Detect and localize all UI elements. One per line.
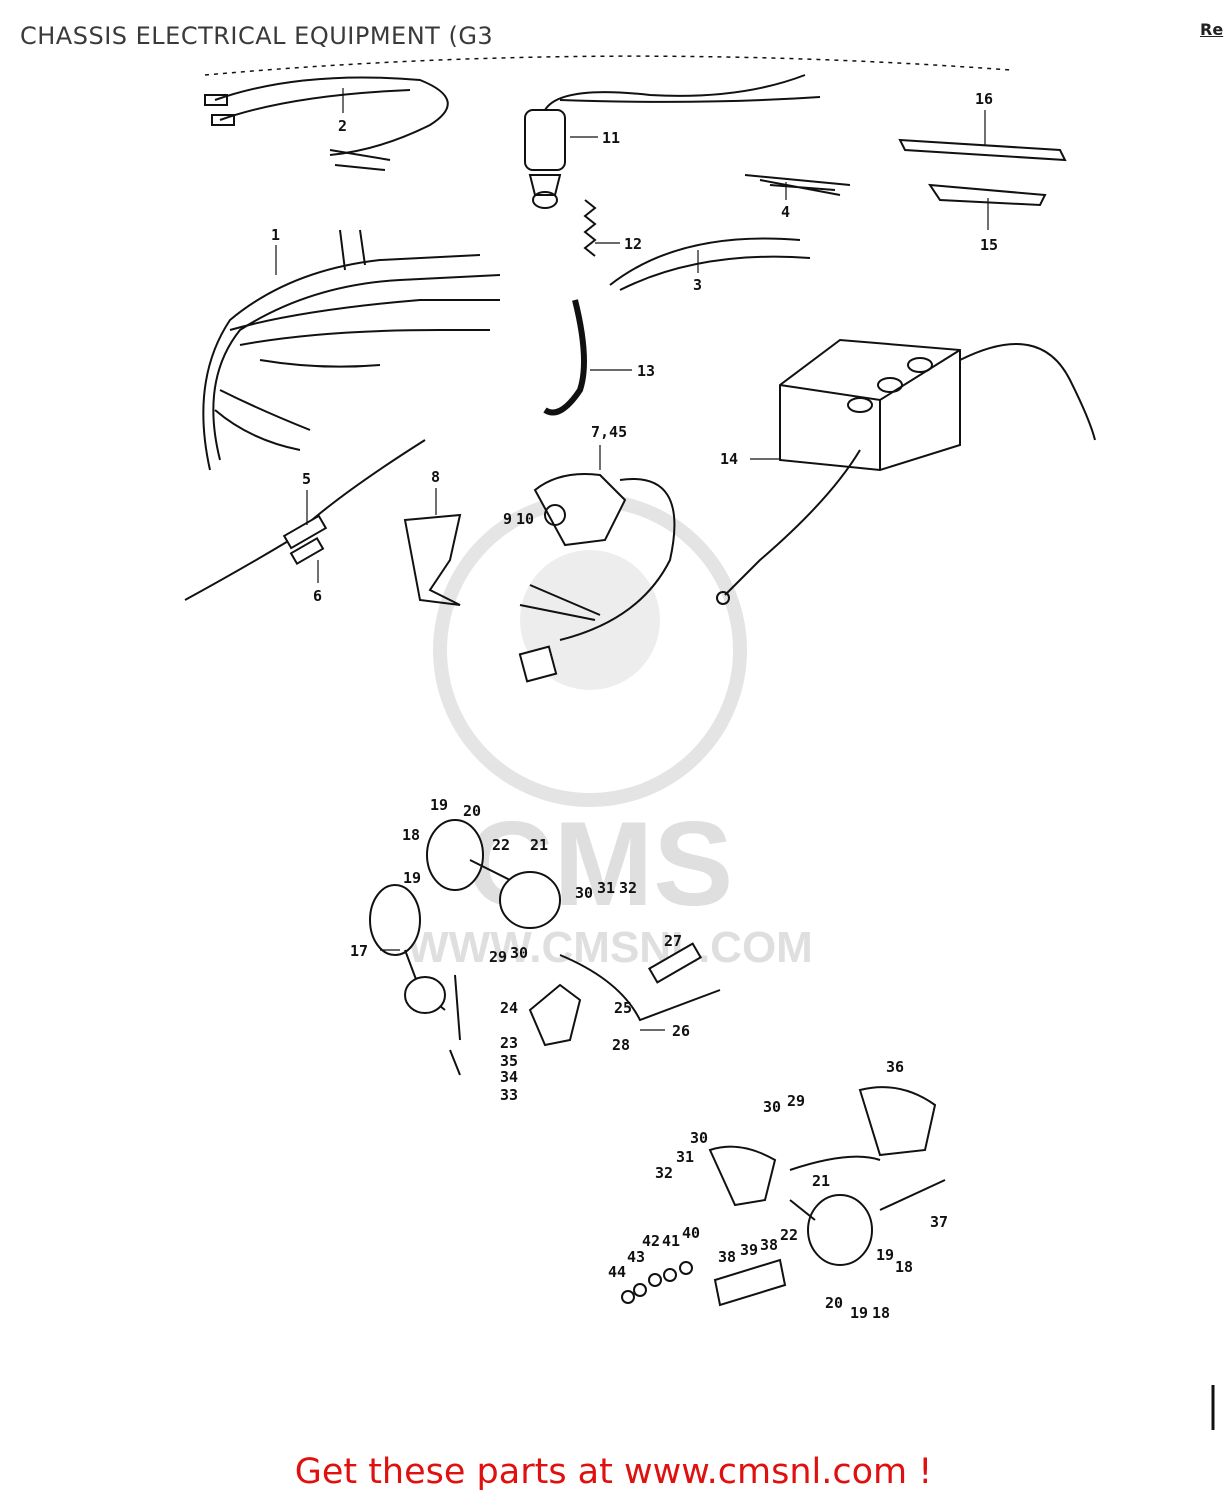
part-14-battery xyxy=(716,338,1096,605)
callout-label: 19 xyxy=(876,1246,894,1264)
callout-label: 7,45 xyxy=(591,423,627,441)
part-1-main-harness xyxy=(202,229,501,471)
callout-label: 38 xyxy=(760,1236,778,1254)
callout-label: 20 xyxy=(463,802,481,820)
page-title: CHASSIS ELECTRICAL EQUIPMENT (G3 xyxy=(20,22,494,50)
callout-label: 21 xyxy=(812,1172,830,1190)
callout-label: 18 xyxy=(895,1258,913,1276)
callout-label: 27 xyxy=(664,932,682,950)
part-8-bracket xyxy=(403,513,462,606)
part-7-switch xyxy=(518,473,676,683)
part-16-bracket xyxy=(898,138,1067,162)
callout-label: 19 xyxy=(430,796,448,814)
callout-label: 18 xyxy=(402,826,420,844)
callout-label: 20 xyxy=(825,1294,843,1312)
callout-label: 16 xyxy=(975,90,993,108)
callout-label: 42 xyxy=(642,1232,660,1250)
corner-text: Re xyxy=(1200,20,1224,39)
callout-label: 6 xyxy=(313,587,322,605)
callout-label: 39 xyxy=(740,1241,758,1259)
boundary-line xyxy=(204,55,1011,76)
callout-label: 2 xyxy=(338,117,347,135)
callout-label: 40 xyxy=(682,1224,700,1242)
callout-label: 12 xyxy=(624,235,642,253)
callout-label: 31 xyxy=(676,1148,694,1166)
callout-label: 17 xyxy=(350,942,368,960)
callout-label: 24 xyxy=(500,999,518,1017)
part-4-wires xyxy=(744,174,851,196)
part-12-spring xyxy=(583,199,597,257)
callout-label: 14 xyxy=(720,450,738,468)
callout-label: 5 xyxy=(302,470,311,488)
part-13-hose xyxy=(543,299,587,416)
leader-lines xyxy=(275,88,989,1031)
part-2-harness xyxy=(204,76,449,171)
part-11-relay xyxy=(524,74,821,209)
callout-label: 31 xyxy=(597,879,615,897)
callout-label: 18 xyxy=(872,1304,890,1322)
callout-label: 22 xyxy=(780,1226,798,1244)
callout-label: 21 xyxy=(530,836,548,854)
front-turn-signal-assembly xyxy=(369,819,721,1076)
callout-label: 19 xyxy=(850,1304,868,1322)
callout-label: 25 xyxy=(614,999,632,1017)
watermark-logo: CMS WWW.CMSNL.COM xyxy=(407,493,813,972)
callout-label: 29 xyxy=(489,948,507,966)
part-3-harness xyxy=(609,237,811,291)
callout-label: 15 xyxy=(980,236,998,254)
part-5-fuse-holder xyxy=(282,514,328,550)
callout-label: 33 xyxy=(500,1086,518,1104)
callout-label: 30 xyxy=(510,944,528,962)
callout-label: 41 xyxy=(662,1232,680,1250)
callout-label: 43 xyxy=(627,1248,645,1266)
callout-label: 32 xyxy=(619,879,637,897)
callout-label: 10 xyxy=(516,510,534,528)
callout-label: 30 xyxy=(690,1129,708,1147)
get-parts-link[interactable]: Get these parts at www.cmsnl.com ! xyxy=(294,1452,933,1492)
callout-label: 26 xyxy=(672,1022,690,1040)
callout-label: 8 xyxy=(431,468,440,486)
callout-label: 30 xyxy=(575,884,593,902)
callout-label: 37 xyxy=(930,1213,948,1231)
callout-label: 9 xyxy=(503,510,512,528)
watermark-url: WWW.CMSNL.COM xyxy=(407,923,813,972)
callout-label: 38 xyxy=(718,1248,736,1266)
callout-label: 11 xyxy=(602,129,620,147)
callout-label: 23 xyxy=(500,1034,518,1052)
part-6-fuse xyxy=(289,536,325,566)
callout-label: 3 xyxy=(693,276,702,294)
callout-label: 36 xyxy=(886,1058,904,1076)
part-15-bracket xyxy=(928,183,1047,207)
callout-label: 34 xyxy=(500,1068,518,1086)
callout-label: 44 xyxy=(608,1263,626,1281)
callout-label: 4 xyxy=(781,203,790,221)
callout-label: 28 xyxy=(612,1036,630,1054)
callout-label: 13 xyxy=(637,362,655,380)
rear-turn-signal-assembly xyxy=(621,1086,946,1307)
callout-label: 1 xyxy=(271,226,280,244)
callout-label: 29 xyxy=(787,1092,805,1110)
callout-labels: 2 11 16 4 15 1 12 3 13 14 7,45 5 8 9 10 … xyxy=(271,90,998,1322)
callout-label: 22 xyxy=(492,836,510,854)
callout-label: 32 xyxy=(655,1164,673,1182)
callout-label: 30 xyxy=(763,1098,781,1116)
callout-label: 19 xyxy=(403,869,421,887)
callout-label: 35 xyxy=(500,1052,518,1070)
part-5-cable xyxy=(184,439,426,601)
